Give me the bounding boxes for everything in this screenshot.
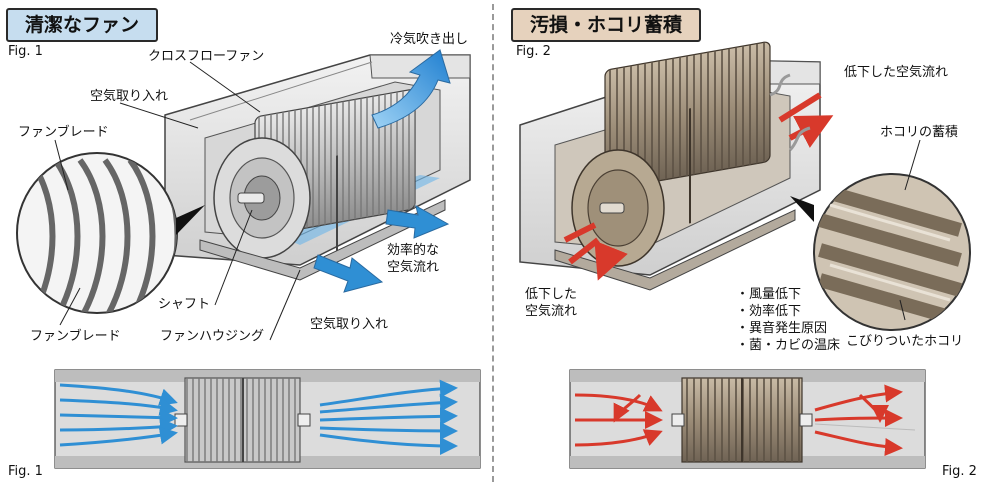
panel-divider xyxy=(492,4,494,482)
label-fan-housing: ファンハウジング xyxy=(160,329,265,344)
label-stuck-dust: こびりついたホコリ xyxy=(846,334,964,349)
dirty-unit xyxy=(519,41,971,331)
label-air-intake-top: 空気取り入れ xyxy=(90,89,169,104)
fig-label-right-top: Fig. 2 xyxy=(516,44,551,59)
effect-item: ・異音発生原因 xyxy=(736,321,828,336)
cold-air-out-arrow xyxy=(371,49,451,129)
label-efficient-airflow-line1: 効率的な xyxy=(386,243,439,258)
clean-fan-title: 清潔なファン xyxy=(6,8,158,42)
label-efficient-airflow: 効率的な 空気流れ xyxy=(378,242,448,276)
clean-unit xyxy=(16,49,471,341)
label-efficient-airflow-line2: 空気流れ xyxy=(386,260,439,275)
effect-item: ・効率低下 xyxy=(736,304,802,319)
label-reduced-airflow-left-line1: 低下した xyxy=(524,287,577,302)
label-reduced-airflow-left: 低下した 空気流れ xyxy=(516,286,586,320)
label-dust-buildup: ホコリの蓄積 xyxy=(880,125,959,140)
dust-zoom xyxy=(790,173,971,331)
fig-label-left-bottom: Fig. 1 xyxy=(8,464,43,479)
label-air-intake-bottom: 空気取り入れ xyxy=(310,317,389,332)
fig-label-right-bottom: Fig. 2 xyxy=(942,464,977,479)
label-fan-blade-bottom: ファンブレード xyxy=(30,329,121,344)
reduced-airflow-left-arrows xyxy=(563,222,610,275)
label-fan-blade-top: ファンブレード xyxy=(18,125,109,140)
clean-airflow-lines xyxy=(59,379,458,455)
airflow-arrow-right xyxy=(385,205,450,239)
dirty-airflow-duct xyxy=(569,369,926,469)
label-shaft: シャフト xyxy=(158,297,211,312)
label-reduced-airflow-top: 低下した空気流れ xyxy=(844,65,949,80)
label-cold-air-out: 冷気吹き出し xyxy=(390,32,469,47)
airflow-arrow-bottom xyxy=(313,254,384,293)
shaft xyxy=(237,192,265,204)
fig-label-left-top: Fig. 1 xyxy=(8,44,43,59)
dusty-fan-drum xyxy=(604,41,771,224)
effect-item: ・菌・カビの温床 xyxy=(736,338,841,353)
label-cross-flow-fan: クロスフローファン xyxy=(148,49,265,64)
dirty-fan-title: 汚損・ホコリ蓄積 xyxy=(511,8,701,42)
dirty-airflow-lines xyxy=(574,384,903,456)
label-reduced-airflow-left-line2: 空気流れ xyxy=(524,304,577,319)
effect-item: ・風量低下 xyxy=(736,287,802,302)
clean-airflow-duct xyxy=(54,369,481,469)
effects-list: ・風量低下 ・効率低下 ・異音発生原因 ・菌・カビの温床 xyxy=(736,286,840,354)
